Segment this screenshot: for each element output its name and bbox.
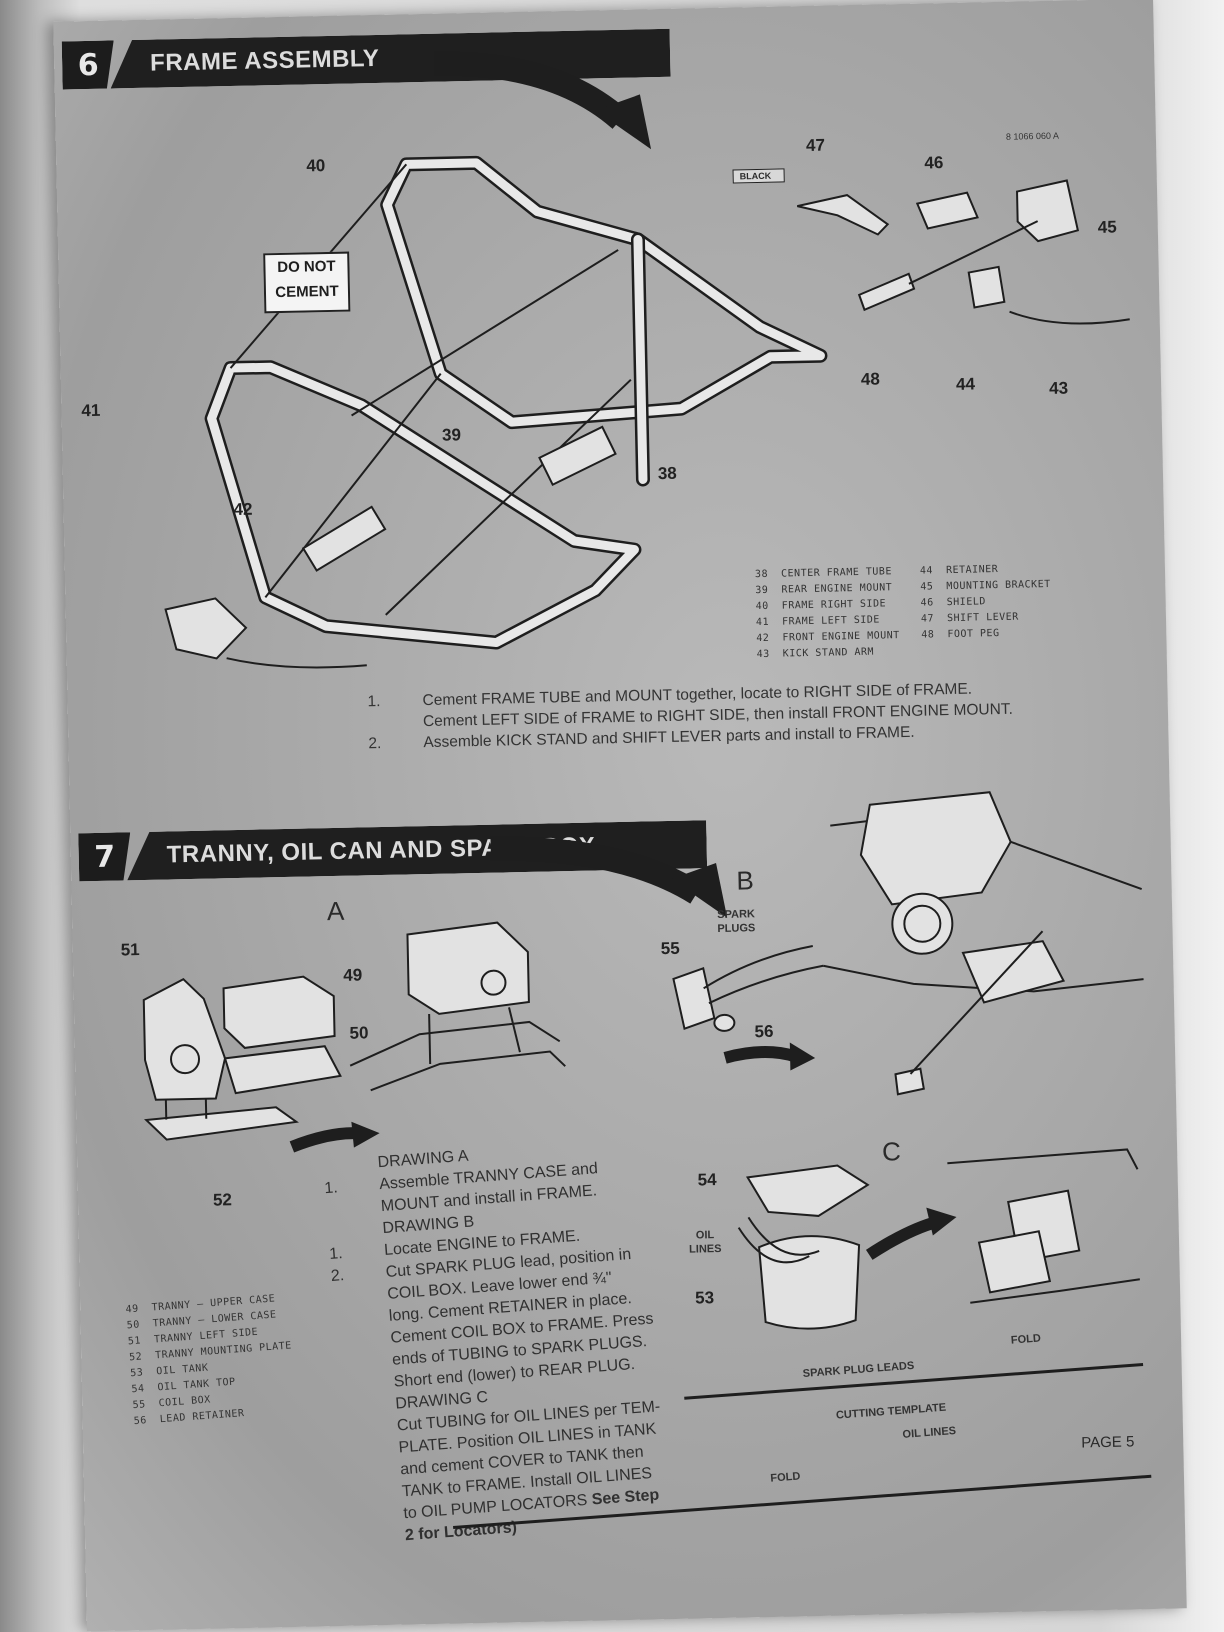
cutting-template-label: CUTTING TEMPLATE [835,1401,947,1422]
callout-52: 52 [212,1190,233,1210]
instruction-sheet-page: 6 FRAME ASSEMBLY 8 1066 060 A DO NOT CEM… [53,0,1187,1632]
callout-42: 42 [233,499,253,520]
drawing-c-oil-tank [737,1164,870,1330]
oil-lines-label: OIL LINES [688,1229,722,1256]
step-6-parts-legend-right: 44 RETAINER 45 MOUNTING BRACKET 46 SHIEL… [920,561,1052,644]
callout-38: 38 [657,463,677,484]
fold-top-label: FOLD [1010,1332,1042,1347]
parts-row: 42 FRONT ENGINE MOUNT [756,630,900,645]
step-6-instructions: 1. Cement FRAME TUBE and MOUNT together,… [367,675,1128,754]
step-7-badge: 7 [78,832,131,881]
callout-39: 39 [441,425,462,445]
drawing-a-tranny [142,975,342,1141]
spark-plugs-label: SPARK PLUGS [717,908,756,935]
drawing-b-engine-frame [823,791,1144,1096]
callout-41: 41 [81,400,101,421]
drawing-b-coil-box [672,945,824,1071]
drawing-c-frame [947,1148,1140,1304]
callout-40: 40 [306,156,326,176]
callout-46: 46 [924,153,944,173]
drawing-c-text: Cut TUBING for OIL LINES per TEM- PLATE.… [396,1398,661,1545]
callout-45: 45 [1097,217,1117,237]
oil-lines-template-label: OIL LINES [902,1424,957,1441]
callout-53: 53 [694,1288,715,1308]
step-7-arrow [490,836,728,918]
step-6-arrow [433,51,652,150]
step-6-title: FRAME ASSEMBLY [149,44,380,77]
callout-51: 51 [120,940,140,960]
callout-48: 48 [860,369,881,389]
doc-code: 8 1066 060 A [1005,130,1060,142]
step-7-parts-legend: 49 TRANNY — UPPER CASE 50 TRANNY — LOWER… [125,1291,297,1431]
spark-plug-leads-label: SPARK PLUG LEADS [802,1359,915,1380]
parts-row: 43 KICK STAND ARM [756,646,875,661]
drawing-a-frame [349,921,566,1092]
drawing-c-arrow [865,1207,957,1260]
page-number: PAGE 5 [1081,1433,1135,1452]
step-6-parts-legend-left: 38 CENTER FRAME TUBE 39 REAR ENGINE MOUN… [755,564,900,663]
drawing-b-label: B [736,865,755,896]
shift-lever-drawing [797,179,1130,325]
step-6-badge: 6 [62,40,115,89]
fold-bottom-label: FOLD [769,1470,801,1485]
do-not-cement-line-1: DO NOT [277,257,336,277]
drawing-b-steps: 1. 2. Locate ENGINE to FRAME. Cut SPARK … [328,1227,654,1391]
callout-44: 44 [955,374,976,394]
callout-54: 54 [697,1170,717,1190]
frame-assembly-drawing [164,155,828,669]
callout-47: 47 [805,135,826,155]
callout-43: 43 [1048,378,1069,398]
do-not-cement-label: DO NOT CEMENT [263,251,351,314]
black-tag: BLACK [732,168,785,184]
do-not-cement-line-2: CEMENT [275,282,339,302]
drawing-a-arrow [289,1121,380,1153]
parts-row: 48 FOOT PEG [921,628,1000,641]
cutting-template: FOLD SPARK PLUG LEADS CUTTING TEMPLATE O… [453,1325,1152,1529]
step-7-instructions: DRAWING A 1. Assemble TRANNY CASE and MO… [322,1130,710,1551]
parts-row: 45 MOUNTING BRACKET [920,578,1051,593]
